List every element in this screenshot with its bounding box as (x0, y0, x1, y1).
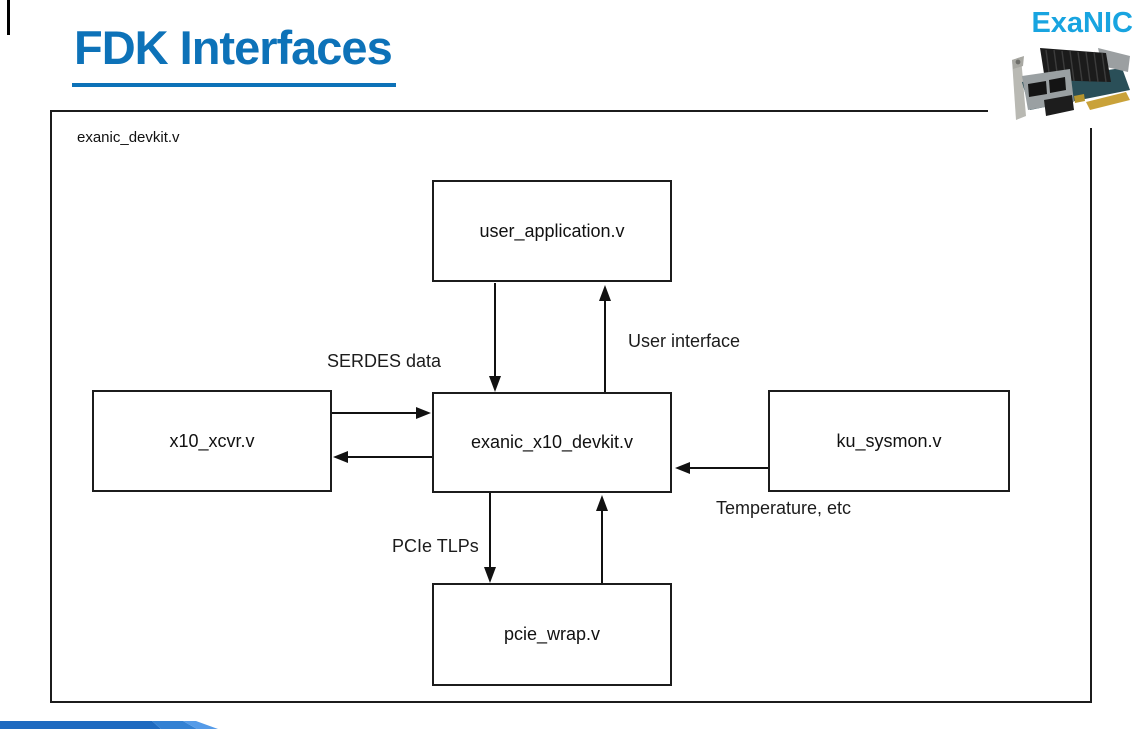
block-pcie-wrap: pcie_wrap.v (432, 583, 672, 686)
nic-io-block (1044, 95, 1074, 116)
ribbon-dark-segment (0, 721, 161, 729)
exanic-brand-text: ExaNIC (1031, 7, 1133, 39)
nic-edge-connector (1086, 92, 1130, 110)
nic-sma-connector (1074, 94, 1085, 103)
block-label: exanic_x10_devkit.v (470, 432, 634, 452)
top-left-bar (7, 0, 10, 35)
block-user-application: user_application.v (432, 180, 672, 282)
nic-sfp-port-1 (1028, 81, 1047, 97)
block-ku-sysmon: ku_sysmon.v (768, 390, 1010, 492)
block-x10-xcvr: x10_xcvr.v (92, 390, 332, 492)
nic-card (1012, 48, 1130, 120)
container-exanic-devkit: exanic_devkit.v (50, 110, 1092, 703)
block-exanic-x10-devkit: exanic_x10_devkit.v (432, 392, 672, 493)
edge-label-pcie-tlps: PCIe TLPs (392, 536, 479, 556)
nic-bracket-hole (1015, 59, 1021, 65)
edge-label-user-interface: User interface (628, 331, 741, 351)
block-label: user_application.v (479, 220, 625, 241)
block-label: x10_xcvr.v (169, 430, 255, 451)
nic-bracket (1012, 57, 1026, 120)
footer-ribbon (0, 721, 218, 729)
edge-label-temperature: Temperature, etc (716, 498, 852, 518)
page-title: FDK Interfaces (72, 20, 396, 88)
block-label: ku_sysmon.v (836, 430, 942, 451)
container-label: exanic_devkit.v (77, 129, 180, 146)
exanic-card-image (988, 38, 1140, 128)
edge-label-serdes-data: SERDES data (327, 351, 442, 371)
ribbon-mid-segment (152, 721, 197, 729)
block-label: pcie_wrap.v (503, 624, 601, 644)
ribbon-light-segment (183, 721, 218, 729)
nic-sfp-port-2 (1049, 77, 1066, 93)
